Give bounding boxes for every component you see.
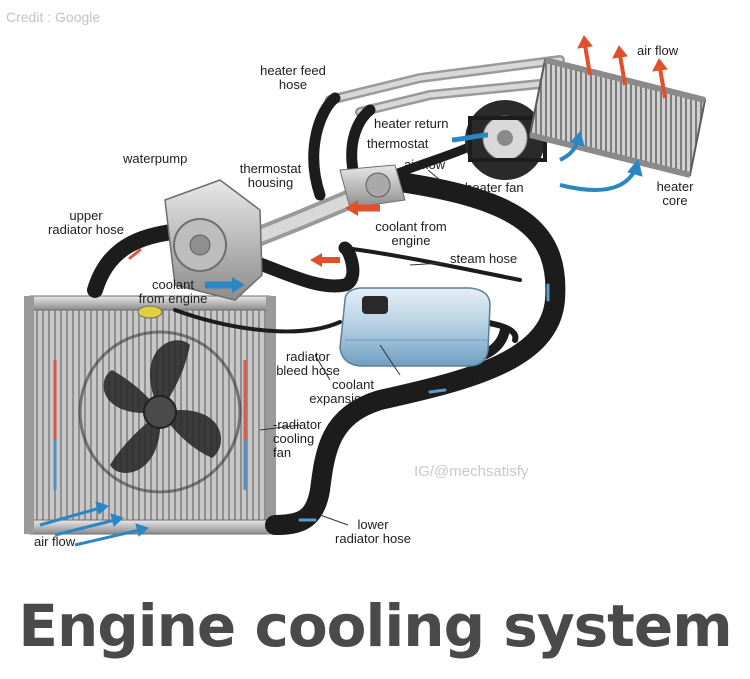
label-steam-hose: steam hose <box>450 251 518 266</box>
label-air-flow-bottom: air flow <box>34 534 76 549</box>
hoses <box>87 92 566 535</box>
label-heater-core: heater core <box>656 179 694 208</box>
label-lower-radiator-hose: lower radiator hose <box>335 517 411 546</box>
air-flow-arrows-cold <box>39 130 643 547</box>
flow-markers <box>128 248 550 522</box>
label-coolant-expansion-tank: coolant expansion tank <box>309 377 397 406</box>
label-waterpump: waterpump <box>123 151 188 166</box>
heater-fan <box>451 100 547 180</box>
label-radiator-cooling-fan: -radiator cooling fan <box>273 417 322 460</box>
air-flow-arrows-hot <box>577 35 668 99</box>
watermark-text: IG/@mechsatisfy <box>414 463 529 480</box>
label-radiator-bleed-hose: radiator bleed hose <box>276 349 340 378</box>
radiator-cooling-fan <box>78 330 242 494</box>
label-air-flow-mid: air flow <box>404 157 446 172</box>
waterpump <box>164 179 263 301</box>
label-coolant-from-engine-right: coolant from engine <box>375 219 447 248</box>
label-thermostat: thermostat <box>367 136 429 151</box>
thermostat-housing <box>310 164 406 267</box>
metal-pipes <box>240 55 565 250</box>
credit-text: Credit : Google <box>6 9 101 25</box>
coolant-expansion-tank <box>339 287 491 367</box>
label-air-flow-top: air flow <box>637 43 679 58</box>
label-heater-fan: heater fan <box>465 180 524 195</box>
leader-lines <box>259 169 443 526</box>
label-heater-return: heater return <box>374 116 449 131</box>
label-heater-feed-hose: heater feed hose <box>260 63 326 92</box>
heater-core <box>528 57 707 178</box>
label-coolant-from-engine-left: coolant from engine <box>138 277 208 306</box>
label-upper-radiator-hose: upper radiator hose <box>48 208 124 237</box>
page-title: Engine cooling system <box>18 592 732 660</box>
label-thermostat-housing: thermostat housing <box>239 161 302 190</box>
